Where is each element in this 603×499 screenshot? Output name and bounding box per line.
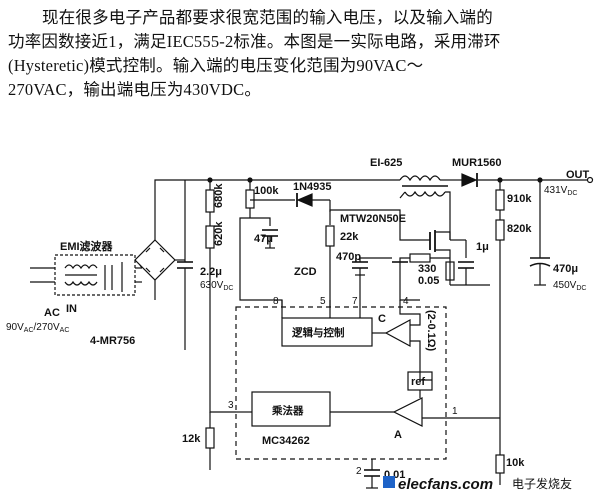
resistor-680k-620k [205, 180, 215, 262]
label-r-12k: 12k [182, 433, 201, 445]
bridge-rectifier [134, 239, 185, 300]
label-c-2u2-voltage: 630VDC [200, 280, 233, 292]
label-pin-2: 2 [356, 466, 362, 477]
resistor-22k [325, 209, 420, 307]
capacitor-470u [529, 180, 551, 286]
transformer-ei625 [399, 175, 455, 240]
label-diode-1n4935: 1N4935 [293, 181, 332, 193]
description-line-3: (Hysteretic)模式控制。输入端的电压变化范围为90VAC～ [8, 56, 424, 75]
diode-1n4935 [250, 193, 331, 225]
label-c-1u: 1μ [476, 241, 489, 253]
watermark-icon [383, 476, 395, 488]
label-amp-a: A [394, 429, 402, 441]
emi-filter [54, 254, 136, 296]
label-logic-block: 逻辑与控制 [292, 326, 345, 339]
top-rail-wire [154, 179, 400, 240]
resistor-12k [205, 412, 215, 470]
label-c-470u: 470μ [553, 263, 578, 275]
watermark-logo: elecfans.com [398, 476, 493, 493]
label-zcd: ZCD [294, 266, 317, 278]
label-pin-8: 8 [273, 296, 279, 307]
logic-control-block [281, 317, 373, 347]
mosfet-mtw20n50e [420, 230, 451, 258]
label-r-22k: 22k [340, 231, 359, 243]
label-c-2u2: 2.2μ [200, 266, 222, 278]
emi-inductor [64, 262, 123, 292]
label-mosfet: MTW20N50E [340, 213, 406, 225]
label-c-470p: 470p [336, 251, 361, 263]
label-r-10k: 10k [506, 457, 525, 469]
capacitor-2u2 [177, 180, 193, 350]
label-pin-4: 4 [403, 296, 409, 307]
sense-network [392, 239, 490, 301]
label-r-910k: 910k [507, 193, 532, 205]
label-ac: AC [44, 307, 60, 319]
label-comp-c: C [378, 313, 386, 325]
label-r-005: 0.05 [418, 275, 439, 287]
label-r-680k: 680k [213, 183, 225, 208]
label-r-100k: 100k [254, 185, 279, 197]
error-amp-a [330, 390, 446, 427]
label-bridge: 4-MR756 [90, 335, 135, 347]
label-pin-1: 1 [452, 406, 458, 417]
label-pin-7: 7 [352, 296, 358, 307]
label-emi: EMI滤波器 [60, 239, 114, 253]
label-out-voltage: 431VDC [544, 185, 577, 197]
label-sense-range: (2-0.1Ω) [425, 310, 437, 352]
label-in: IN [66, 303, 77, 315]
description-line-1: 现在很多电子产品都要求很宽范围的输入电压，以及输入端的 [42, 8, 493, 27]
label-ref: ref [411, 376, 425, 388]
capacitor-0u01 [364, 469, 380, 489]
ic-mc34262-outline [235, 306, 447, 460]
watermark: elecfans.com 电子发烧友 [383, 476, 572, 493]
watermark-cn: 电子发烧友 [512, 476, 572, 491]
label-pin-5: 5 [320, 296, 326, 307]
out-terminal [586, 176, 594, 184]
resistor-910k-820k [495, 180, 505, 485]
label-out: OUT [566, 169, 590, 181]
label-c-470u-voltage: 450VDC [553, 280, 586, 292]
label-c-47u: 47μ [254, 233, 273, 245]
label-r-820k: 820k [507, 223, 532, 235]
label-ic: MC34262 [262, 435, 310, 447]
description-line-4: 270VAC，输出端电压为430VDC。 [8, 80, 262, 99]
label-ac-range: 90VAC/270VAC [6, 322, 69, 334]
diode-mur1560 [461, 173, 478, 187]
description-line-2: 功率因数接近1，满足IEC555-2标准。本图是一实际电路，采用滞环 [8, 32, 501, 51]
multiplier-block [251, 391, 331, 427]
label-diode-out: MUR1560 [452, 157, 502, 169]
label-r-620k: 620k [213, 221, 225, 246]
description-text: 现在很多电子产品都要求很宽范围的输入电压，以及输入端的 功率因数接近1，满足IE… [8, 6, 596, 102]
label-r-330: 330 [418, 263, 436, 275]
label-multiplier: 乘法器 [271, 404, 304, 417]
label-transformer: EI-625 [370, 157, 402, 169]
comparator-c [372, 307, 432, 381]
label-pin-3: 3 [228, 400, 234, 411]
